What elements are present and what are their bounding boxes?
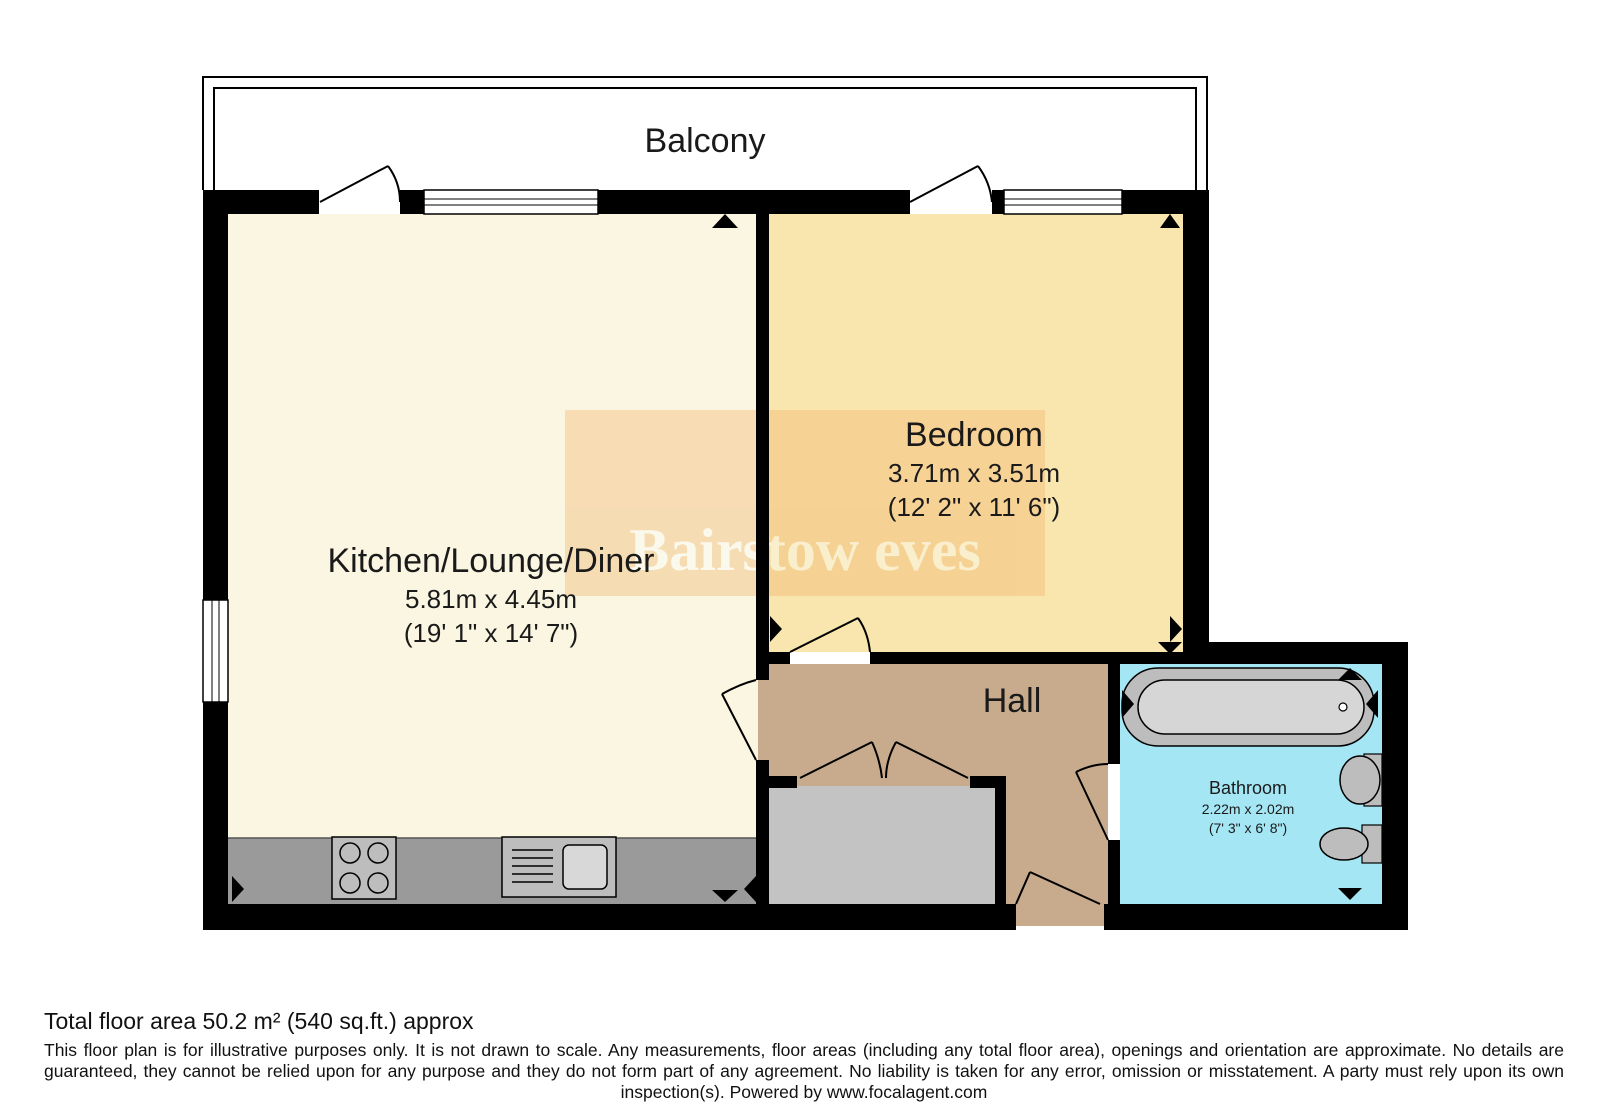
door-bathroom	[1075, 763, 1109, 841]
kitchen-floor	[228, 214, 758, 838]
bedroom-floor	[769, 214, 1183, 652]
cupboard-floor	[769, 786, 995, 904]
window-kitchen-left	[202, 599, 229, 703]
bath-icon	[1121, 667, 1375, 747]
measurement-markers	[232, 214, 1378, 902]
kitchen-imperial: (19' 1" x 14' 7")	[404, 618, 578, 648]
bedroom-imperial: (12' 2" x 11' 6")	[888, 492, 1060, 522]
basin-icon	[1339, 753, 1383, 807]
door-cupboard	[799, 741, 969, 779]
toilet-icon	[1319, 824, 1383, 864]
floor-plan: Bairstow eves	[202, 76, 1408, 930]
kitchen-worktop	[228, 838, 758, 904]
watermark-box	[565, 410, 1045, 596]
total-floor-area: Total floor area 50.2 m² (540 sq.ft.) ap…	[44, 1008, 474, 1034]
walls	[203, 190, 1408, 930]
bathroom-label: Bathroom	[1209, 778, 1287, 798]
kitchen-label: Kitchen/Lounge/Diner	[327, 542, 654, 580]
door-kitchen-balcony	[319, 165, 401, 203]
hob-icon	[331, 836, 397, 900]
bathroom-imperial: (7' 3" x 6' 8")	[1209, 820, 1287, 836]
balcony-label: Balcony	[645, 122, 766, 160]
window-kitchen-top	[423, 189, 599, 215]
sink-icon	[501, 836, 617, 898]
window-bedroom-top	[1003, 189, 1123, 215]
bedroom-metric: 3.71m x 3.51m	[888, 458, 1060, 488]
hall-door-threshold	[1016, 904, 1104, 926]
door-hall-kitchen	[721, 679, 757, 761]
door-entrance	[1015, 871, 1101, 905]
kitchen-metric: 5.81m x 4.45m	[405, 584, 577, 614]
watermark-text: Bairstow eves	[629, 517, 981, 583]
balcony-outline	[202, 76, 1208, 190]
watermark: Bairstow eves	[565, 410, 1045, 596]
bedroom-label: Bedroom	[905, 416, 1043, 454]
bathroom-metric: 2.22m x 2.02m	[1202, 801, 1295, 817]
hall-label: Hall	[983, 682, 1042, 720]
door-bedroom-hall	[789, 617, 871, 653]
door-bedroom-balcony	[909, 165, 993, 203]
disclaimer: This floor plan is for illustrative purp…	[44, 1040, 1564, 1102]
